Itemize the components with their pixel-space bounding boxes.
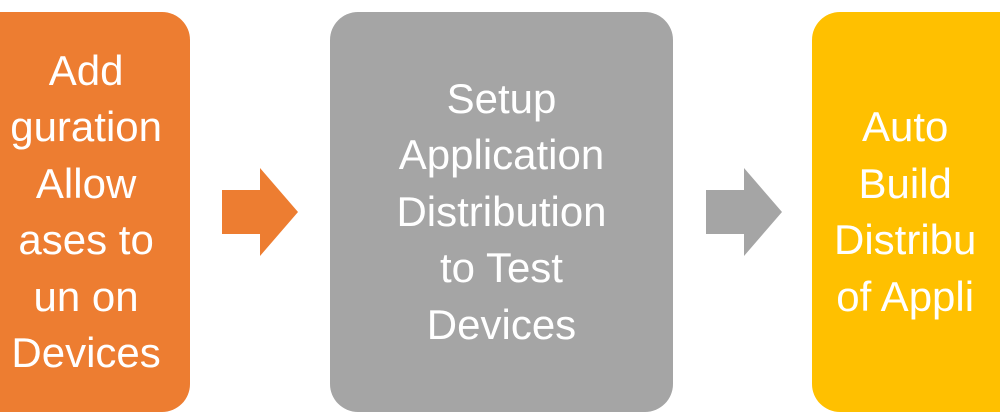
arrow-1-shape [222, 168, 298, 256]
right-arrow-icon [706, 168, 782, 256]
step-2-label: Setup Application Distribution to Test D… [396, 74, 607, 348]
step-1-label: Add guration Allow ases to un on Devices [10, 46, 162, 377]
step-3-label: Auto Build Distribu of Appli [834, 103, 977, 320]
right-arrow-icon [222, 168, 298, 256]
step-1-box: Add guration Allow ases to un on Devices [0, 12, 190, 412]
step-2-box: Setup Application Distribution to Test D… [330, 12, 673, 412]
step-3-box: Auto Build Distribu of Appli [812, 12, 1000, 412]
arrow-2-shape [706, 168, 782, 256]
